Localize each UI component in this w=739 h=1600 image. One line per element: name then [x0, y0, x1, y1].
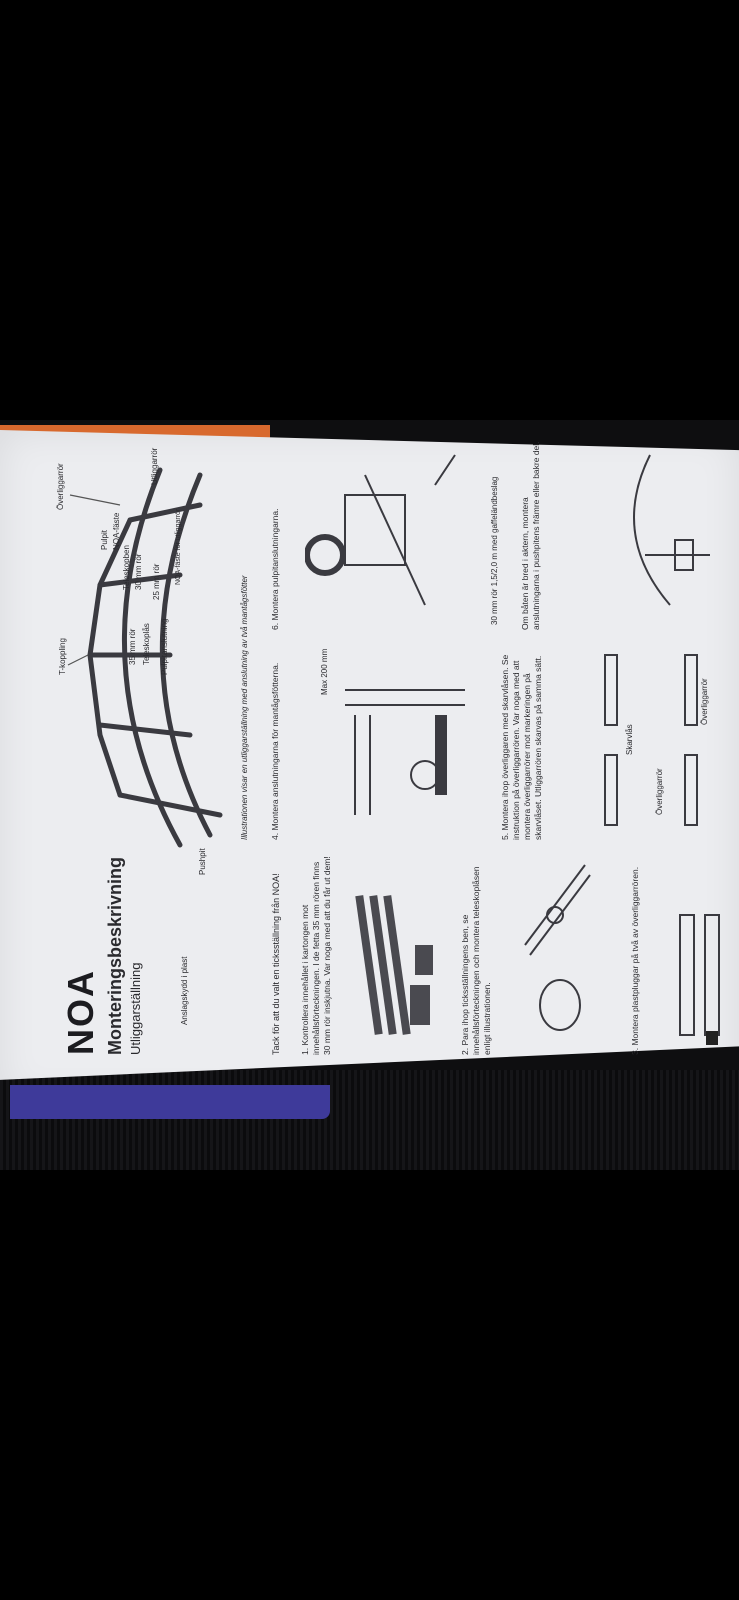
- label-35mm: 35 mm rör: [128, 628, 137, 665]
- joint-illustration: [604, 654, 698, 826]
- wide-boat-note: Om båten är bred i aktern, montera anslu…: [520, 441, 541, 630]
- label-skarvlas: Skarvlås: [625, 724, 634, 755]
- foot-connection-illustration: [345, 689, 465, 815]
- instruction-document: NOA Monteringsbeskrivning Utliggarställn…: [50, 435, 739, 1075]
- step-6: 6. Montera pulpitanslutningarna.: [270, 508, 280, 630]
- document-title: Monteringsbeskrivning: [105, 856, 125, 1055]
- label-30mm: 30 mm rör: [134, 553, 143, 590]
- label-pushpit: Pushpit: [198, 848, 207, 875]
- label-utliggarror: Utliggarrör: [150, 447, 159, 485]
- label-teleskopben: Teleskopben: [122, 545, 131, 590]
- max-length-label: Max 200 mm: [320, 648, 329, 695]
- plug-illustration: [679, 914, 720, 1045]
- label-teleskoplas: Teleskoplås: [142, 623, 151, 665]
- label-overliggarror: Överliggarrör: [56, 463, 65, 510]
- pulpit-connection-illustration: [305, 454, 456, 606]
- parts-illustration: [355, 895, 433, 1035]
- label-noa-faste-utliggare: NOA-fäste för utliggarrör: [175, 508, 182, 585]
- step-5: 5. Montera ihop överliggaren med skarvlå…: [500, 654, 543, 840]
- purple-folder-edge: [10, 1085, 330, 1119]
- frame-diagram: [67, 467, 223, 848]
- thanks-text: Tack för att du valt en ticksställning f…: [271, 873, 281, 1055]
- label-25mm: 25 mm rör: [152, 563, 161, 600]
- step-2: 2. Para ihop ticksställningens ben, se i…: [460, 866, 492, 1055]
- pushpit-connection-illustration: [633, 454, 710, 606]
- label-noa-faste: NOA-fäste: [112, 512, 121, 550]
- label-t-koppling: T-koppling: [58, 638, 67, 675]
- telescope-lock-illustration: [524, 864, 591, 1031]
- brand-logo: NOA: [60, 969, 101, 1055]
- label-overliggarror-1: Överliggarrör: [655, 768, 664, 815]
- label-pulpit: Pulpit: [100, 529, 109, 550]
- rod-note: 30 mm rör 1,5/2,0 m med gaffeländbeslag: [490, 476, 499, 625]
- label-anslagskydd: Anslagskydd i plast: [180, 956, 189, 1025]
- step-1: 1. Kontrollera innehållet i kartongen mo…: [300, 856, 332, 1055]
- step-3: 3. Montera plastpluggar på två av överli…: [630, 866, 640, 1055]
- document-subtitle: Utliggarställning: [128, 962, 143, 1056]
- label-overliggarror-2: Överliggarrör: [700, 678, 709, 725]
- label-pulpitanslutning: Pulpitanslutning: [160, 618, 169, 675]
- step-4: 4. Montera anslutningarna för mantågsföt…: [270, 662, 280, 840]
- illustration-caption: Illustrationen visar en utliggarställnin…: [240, 575, 249, 840]
